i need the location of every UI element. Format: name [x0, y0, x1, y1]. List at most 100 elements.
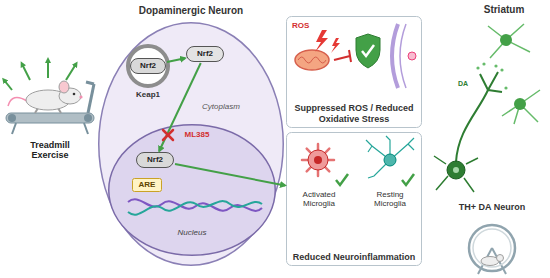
dopamine-dot	[500, 68, 503, 71]
nrf2-pill: Nrf2	[186, 46, 224, 62]
mouse-ear	[59, 81, 69, 93]
motion-arrow	[4, 80, 12, 90]
microglia-nucleus	[314, 156, 322, 164]
spike	[307, 166, 313, 172]
text-slot: ARE	[132, 178, 162, 192]
check-mark	[402, 174, 414, 185]
text-slot: Nrf2	[136, 152, 174, 168]
dopamine-dot	[494, 64, 497, 67]
condition-label: Treadmill Exercise	[19, 140, 81, 161]
text-slot: Dopaminergic Neuron	[78, 5, 304, 17]
mouse-nose	[79, 95, 82, 98]
neuron-label: TH+ DA Neuron	[444, 202, 540, 212]
text-slot: Activated Microglia	[290, 190, 348, 208]
membrane	[400, 24, 406, 88]
nrf2-pill: Nrf2	[130, 58, 166, 74]
text-slot: TH+ DA Neuron	[444, 202, 540, 212]
spike	[317, 168, 320, 176]
dopamine-dot	[482, 62, 485, 65]
spike	[324, 149, 330, 155]
striatal-dendrites	[488, 24, 530, 58]
mouse-tail	[8, 97, 27, 106]
inhibition-cross	[163, 130, 173, 140]
text-slot: ROS	[292, 21, 316, 30]
check-mark	[336, 174, 348, 185]
text-slot: Cytoplasm	[202, 102, 262, 111]
pathway-arrow	[175, 164, 285, 186]
compartment-label: Cytoplasm	[202, 102, 262, 111]
are-box: ARE	[132, 178, 162, 192]
striatal-neuron	[514, 98, 526, 110]
microglia-art	[302, 136, 414, 185]
text-slot: Nucleus	[162, 228, 222, 237]
protein-label: Nrf2	[197, 49, 213, 58]
microglia-spikes	[302, 144, 334, 176]
treadmill-roller	[84, 114, 92, 122]
treadmill-leg	[12, 123, 16, 134]
running-wheel	[473, 229, 511, 267]
mouse-body	[26, 90, 70, 110]
ros-label: ROS	[292, 21, 316, 30]
wheel-stand	[492, 248, 506, 274]
dopaminergic-nucleus	[453, 167, 459, 173]
treadmill-leg	[84, 123, 88, 134]
protein-label: Keap1	[116, 90, 180, 99]
inhibition-cross	[163, 130, 173, 140]
text-slot: Striatum	[466, 4, 542, 16]
nucleus-shape	[109, 125, 276, 256]
dopaminergic-dendrites	[434, 156, 478, 192]
inhibitor-label: ML385	[180, 130, 214, 139]
text-slot: ML385	[180, 130, 214, 139]
mitochondrion-cristae	[298, 57, 326, 63]
dopamine-dot	[476, 66, 479, 69]
cell-state-label: Resting Microglia	[362, 190, 418, 208]
motion-arrow	[66, 64, 76, 80]
text-slot: Nrf2	[130, 58, 166, 74]
ros-bolt	[331, 38, 340, 53]
transmitter-label: DA	[454, 80, 472, 88]
mouse-head	[59, 88, 81, 104]
cell-state-label: Activated Microglia	[290, 190, 348, 208]
dna-strand	[128, 199, 262, 211]
result-panel-shape	[287, 133, 422, 266]
wheel-stand	[478, 248, 492, 274]
spike	[302, 159, 310, 162]
panel-caption: Reduced Neuroinflammation	[290, 252, 418, 262]
treadmill-belt	[6, 113, 94, 123]
oxidative-stress-art	[295, 24, 416, 88]
microglia-branches	[366, 136, 414, 178]
text-slot: DA	[454, 80, 472, 88]
treadmill-mouse	[4, 60, 94, 134]
region-title: Striatum	[466, 4, 542, 16]
nrf2-pill-shape	[187, 47, 224, 62]
motion-arrow	[47, 60, 49, 78]
nrf2-pill-shape	[131, 59, 166, 74]
motion-arrow	[22, 64, 30, 80]
resting-microglia	[384, 154, 396, 166]
inhibition-line	[334, 56, 350, 60]
dopaminergic-soma	[447, 161, 465, 179]
mouse-leg	[35, 108, 38, 113]
text-slot: Nrf2	[186, 46, 224, 62]
compartment-label: Nucleus	[162, 228, 222, 237]
pathway-arrow	[159, 63, 201, 151]
shield-check	[362, 45, 374, 56]
protein-label: Nrf2	[147, 155, 163, 164]
panel-caption: Suppressed ROS / Reduced Oxidative Stres…	[290, 103, 418, 124]
wheel-mouse	[481, 257, 499, 266]
text-slot: Treadmill Exercise	[19, 140, 81, 161]
spike	[326, 159, 334, 162]
shield	[356, 34, 380, 68]
nucleus: Nucleus Nrf2ARE	[108, 124, 276, 256]
striatal-neuron	[500, 34, 512, 46]
dopaminergic-axon	[456, 72, 502, 162]
neuron-cell-shape	[99, 23, 284, 266]
membrane	[392, 24, 398, 88]
are-box-shape	[133, 179, 162, 192]
text-slot: Suppressed ROS / Reduced Oxidative Stres…	[290, 103, 418, 124]
pathway-arrow	[167, 58, 185, 62]
activated-microglia	[308, 150, 328, 170]
wheel-mouse-head	[497, 255, 504, 262]
